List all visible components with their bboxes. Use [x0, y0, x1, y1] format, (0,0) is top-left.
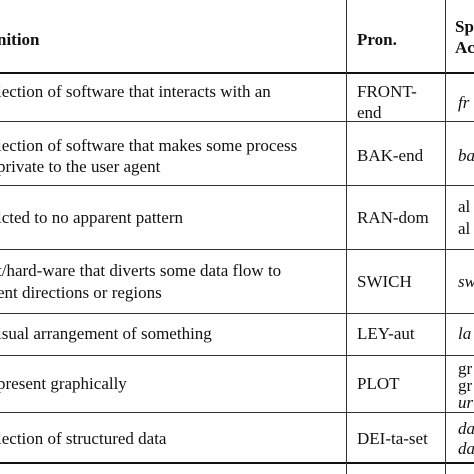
spelling-text: da	[458, 439, 474, 458]
spelling-text: al	[458, 219, 471, 238]
pronunciation-text: DEI-ta-set	[357, 429, 428, 448]
definition-text: isual arrangement of something	[0, 324, 212, 343]
column-divider	[346, 0, 347, 474]
table-rule	[0, 121, 474, 122]
spelling-text: gr	[458, 376, 473, 395]
pronunciation-text: RAN-dom	[357, 208, 429, 227]
table-rule	[0, 313, 474, 314]
header-col3-line1: Sp	[455, 17, 474, 36]
spelling-text: da	[458, 419, 474, 438]
pronunciation-text: SWICH	[357, 272, 412, 291]
pronunciation-text: LEY-aut	[357, 324, 415, 343]
spelling-text: al	[458, 197, 471, 216]
spelling-text: sw	[458, 272, 474, 291]
table-rule-bottom	[0, 462, 474, 464]
table-rule	[0, 249, 474, 250]
spelling-text: ur	[458, 393, 474, 412]
pronunciation-text: FRONT-	[357, 82, 417, 101]
header-col3-line2: Ac	[455, 38, 474, 57]
spelling-text: ba	[458, 146, 474, 165]
definition-text: lcted to no apparent pattern	[0, 208, 183, 227]
spelling-text: la	[458, 324, 472, 343]
definition-text: lection of software that interacts with …	[0, 82, 271, 101]
definition-text: present graphically	[0, 374, 127, 393]
header-pronunciation: Pron.	[357, 30, 397, 49]
spelling-text: gr	[458, 359, 473, 378]
definition-text: t/hard-ware that diverts some data flow …	[0, 261, 282, 280]
pronunciation-text: end	[357, 103, 382, 122]
pronunciation-text: BAK-end	[357, 146, 424, 165]
definition-text: private to the user agent	[0, 157, 161, 176]
spelling-text: fr	[458, 93, 470, 112]
table-rule	[0, 412, 474, 413]
pronunciation-text: PLOT	[357, 374, 400, 393]
column-divider	[445, 0, 446, 474]
table-rule	[0, 355, 474, 356]
definition-text: ent directions or regions	[0, 283, 162, 302]
table-rule	[0, 185, 474, 186]
table-rule-header-bottom	[0, 72, 474, 74]
definition-text: lection of structured data	[0, 429, 167, 448]
header-definition: nition	[0, 30, 40, 49]
definition-text: lection of software that makes some proc…	[0, 136, 298, 155]
